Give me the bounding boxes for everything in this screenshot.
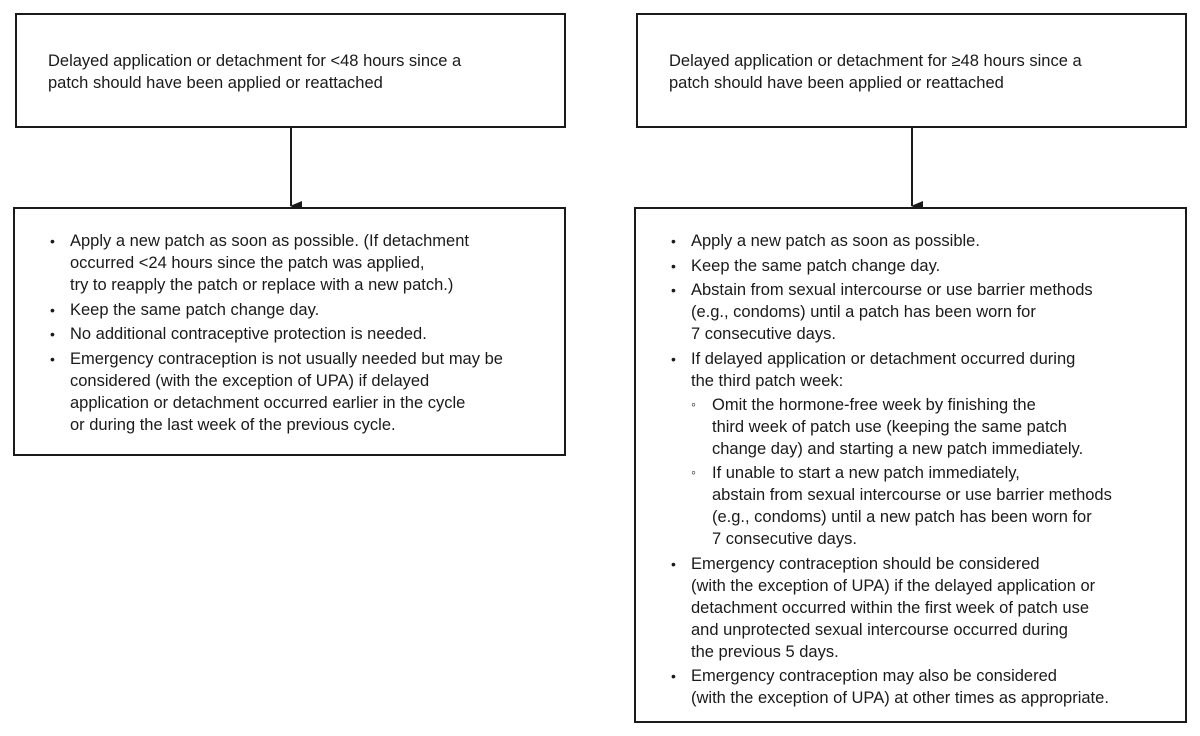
bullet-icon: • [50, 301, 55, 318]
right-condition-box: Delayed application or detachment for ≥4… [636, 13, 1187, 128]
sub-list-item-line: change day) and starting a new patch imm… [712, 439, 1084, 458]
list-item: • No additional contraceptive protection… [49, 323, 549, 345]
list-item: • Emergency contraception should be cons… [670, 553, 1160, 663]
right-condition-line: patch should have been applied or reatta… [669, 74, 1004, 92]
list-item-line: the previous 5 days. [691, 642, 839, 661]
sub-list-item-line: (e.g., condoms) until a new patch has be… [712, 508, 1092, 526]
list-item-line: detachment occurred within the first wee… [691, 598, 1090, 617]
list-item-line: Emergency contraception is not usually n… [70, 349, 503, 368]
sub-list-item-line: abstain from sexual intercourse or use b… [712, 486, 1112, 504]
list-item-line: 7 consecutive days. [691, 325, 836, 343]
list-item: • Keep the same patch change day. [49, 299, 549, 321]
bullet-icon: • [671, 350, 676, 367]
list-item: • Abstain from sexual intercourse or use… [670, 279, 1160, 345]
list-item-line: Abstain from sexual intercourse or use b… [691, 281, 1093, 299]
list-item: • If delayed application or detachment o… [670, 348, 1160, 551]
list-item-line: No additional contraceptive protection i… [70, 325, 427, 343]
left-actions-box: • Apply a new patch as soon as possible.… [13, 207, 566, 456]
bullet-icon: • [671, 668, 676, 684]
bullet-icon: • [671, 233, 676, 249]
list-item-line: or during the last week of the previous … [70, 415, 396, 434]
bullet-icon: • [50, 233, 55, 249]
list-item: • Emergency contraception may also be co… [670, 665, 1160, 709]
bullet-icon: • [50, 326, 55, 342]
list-item-line: (e.g., condoms) until a patch has been w… [691, 303, 1036, 321]
bullet-icon: • [671, 282, 676, 298]
circle-bullet-icon: ◦ [691, 464, 696, 480]
left-condition-box: Delayed application or detachment for <4… [15, 13, 566, 128]
right-condition-line: Delayed application or detachment for ≥4… [669, 52, 1082, 70]
bullet-icon: • [50, 350, 55, 367]
bullet-icon: • [671, 555, 676, 572]
list-item-line: (with the exception of UPA) at other tim… [691, 689, 1109, 707]
list-item-line: (with the exception of UPA) if the delay… [691, 576, 1096, 595]
list-item: • Apply a new patch as soon as possible. [670, 230, 1160, 252]
list-item-line: If delayed application or detachment occ… [691, 349, 1076, 368]
list-item-line: application or detachment occurred earli… [70, 393, 466, 412]
list-item-line: Emergency contraception may also be cons… [691, 667, 1057, 685]
list-item-line: Emergency contraception should be consid… [691, 554, 1040, 573]
list-item-line: considered (with the exception of UPA) i… [70, 371, 430, 390]
sub-list-item-line: 7 consecutive days. [712, 530, 857, 548]
left-condition-line: patch should have been applied or reatta… [48, 74, 383, 92]
sub-list-item: ◦ If unable to start a new patch immedia… [691, 462, 1160, 550]
circle-bullet-icon: ◦ [691, 395, 696, 412]
left-condition-text: Delayed application or detachment for <4… [48, 50, 518, 94]
list-item: • Apply a new patch as soon as possible.… [49, 230, 549, 296]
list-item: • Keep the same patch change day. [670, 255, 1160, 277]
right-actions-box: • Apply a new patch as soon as possible.… [634, 207, 1187, 723]
list-item-line: Keep the same patch change day. [691, 256, 941, 275]
right-condition-text: Delayed application or detachment for ≥4… [669, 50, 1139, 94]
sub-list: ◦ Omit the hormone-free week by finishin… [691, 394, 1160, 551]
list-item-line: try to reapply the patch or replace with… [70, 276, 454, 294]
sub-list-item: ◦ Omit the hormone-free week by finishin… [691, 394, 1160, 460]
list-item-line: occurred <24 hours since the patch was a… [70, 254, 425, 272]
sub-list-item-line: Omit the hormone-free week by finishing … [712, 395, 1036, 414]
left-actions-list: • Apply a new patch as soon as possible.… [49, 230, 549, 438]
right-actions-list: • Apply a new patch as soon as possible.… [670, 230, 1160, 712]
list-item-line: Apply a new patch as soon as possible. [691, 232, 980, 250]
list-item-line: Apply a new patch as soon as possible. (… [70, 232, 469, 250]
left-condition-line: Delayed application or detachment for <4… [48, 52, 462, 70]
bullet-icon: • [671, 257, 676, 274]
list-item-line: and unprotected sexual intercourse occur… [691, 620, 1068, 639]
list-item-line: Keep the same patch change day. [70, 300, 320, 319]
sub-list-item-line: third week of patch use (keeping the sam… [712, 417, 1067, 436]
list-item-line: the third patch week: [691, 371, 844, 390]
sub-list-item-line: If unable to start a new patch immediate… [712, 464, 1020, 482]
list-item: • Emergency contraception is not usually… [49, 348, 549, 436]
